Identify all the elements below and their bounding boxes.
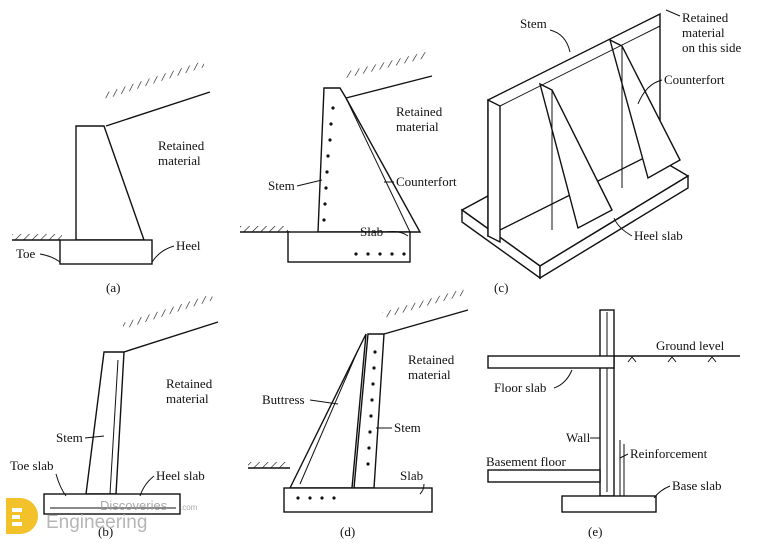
counterfort-2 [608, 38, 681, 180]
ground-marks [627, 356, 717, 363]
panel-d: Retained material Buttress Stem Slab (d) [248, 289, 469, 539]
caption-b: (b) [98, 524, 113, 539]
base-slab [59, 239, 153, 265]
label-counterfort: Counterfort [396, 174, 457, 189]
label-retained-line1: Retained [682, 10, 729, 25]
reinforcement-dots-stem [366, 350, 377, 466]
label-retained-line1: Retained [158, 138, 205, 153]
leader-retained [665, 9, 681, 17]
panel-e: Ground level Floor slab Wall Reinforceme… [486, 309, 740, 539]
caption-e: (e) [588, 524, 602, 539]
base-slab [561, 495, 657, 513]
leader-stem [296, 179, 323, 187]
label-retained-line2: material [166, 391, 209, 406]
label-stem: Stem [394, 420, 421, 435]
stem [75, 125, 145, 241]
backfill-hatch [382, 289, 465, 318]
label-retained-line2: material [682, 25, 725, 40]
heel-slab-side [539, 174, 689, 280]
label-retained-line2: material [158, 153, 201, 168]
stem-counterfort [317, 87, 422, 233]
label-retained-line2: material [408, 367, 451, 382]
panel-c: Stem Retained material on this side Coun… [460, 9, 741, 295]
watermark-bottom: Engineering [46, 512, 147, 533]
backfill-hatch [344, 51, 428, 78]
leader-toe-slab [55, 473, 67, 497]
label-retained-line2: material [396, 119, 439, 134]
backfill-hatch [104, 61, 205, 99]
base-slab [43, 493, 181, 515]
counterfort-1 [538, 82, 613, 230]
panel-d-top: Retained material Stem Counterfort Slab [240, 51, 457, 263]
stem-edge [487, 98, 501, 244]
label-basement-floor: Basement floor [486, 454, 566, 469]
panel-b: Retained material Stem Toe slab Heel sla… [10, 294, 219, 539]
label-stem: Stem [56, 430, 83, 445]
caption-c: (c) [494, 280, 508, 295]
label-retained-line1: Retained [396, 104, 443, 119]
leader-stem [549, 29, 571, 53]
label-toe-slab: Toe slab [10, 458, 54, 473]
label-slab: Slab [360, 224, 383, 239]
label-toe: Toe [16, 246, 36, 261]
reinforcement-dots-stem [322, 106, 335, 222]
leader-floor-slab [553, 369, 573, 389]
leader-toe [39, 253, 61, 263]
leader-stem [84, 435, 105, 439]
label-stem: Stem [268, 178, 295, 193]
label-retained-line1: Retained [408, 352, 455, 367]
leader-slab [419, 483, 425, 495]
leader-slab [385, 231, 409, 237]
backfill-hatch [122, 294, 214, 329]
stem [85, 351, 125, 495]
label-counterfort: Counterfort [664, 72, 725, 87]
caption-d: (d) [340, 524, 355, 539]
label-heel-slab: Heel slab [634, 228, 683, 243]
watermark: Discoveries .com Engineering [6, 498, 198, 534]
slab [287, 231, 411, 263]
ground-hatch [240, 226, 288, 232]
label-retained-line3: on this side [682, 40, 741, 55]
label-base-slab: Base slab [672, 478, 721, 493]
caption-a: (a) [106, 280, 120, 295]
label-retained-line1: Retained [166, 376, 213, 391]
ground-hatch-left [12, 234, 62, 240]
leader-buttress [309, 399, 339, 405]
leader-counterfort [637, 79, 663, 105]
label-floor-slab: Floor slab [494, 380, 546, 395]
label-ground-level: Ground level [656, 338, 725, 353]
label-slab: Slab [400, 468, 423, 483]
leader-heel [151, 245, 175, 263]
leader-heel-slab [613, 217, 633, 237]
reinforcement-dots-slab [296, 496, 336, 500]
label-wall: Wall [566, 430, 591, 445]
ground-hatch [248, 462, 288, 468]
label-buttress: Buttress [262, 392, 305, 407]
engineering-discoveries-logo-icon [6, 498, 38, 534]
leader-base-slab [653, 485, 671, 499]
label-heel: Heel [176, 238, 201, 253]
leader-heel-slab [139, 475, 155, 497]
leader-reinforcement [619, 453, 629, 459]
reinforcement-dots-slab [354, 252, 406, 256]
label-reinforcement: Reinforcement [630, 446, 708, 461]
label-stem: Stem [520, 16, 547, 31]
floor-slab [487, 355, 615, 369]
watermark-top: Discoveries [100, 498, 168, 513]
slab [283, 487, 433, 513]
label-heel-slab: Heel slab [156, 468, 205, 483]
panel-a: Retained material Toe Heel (a) [12, 61, 211, 295]
watermark-suffix: .com [180, 503, 198, 512]
basement-floor [487, 469, 601, 483]
